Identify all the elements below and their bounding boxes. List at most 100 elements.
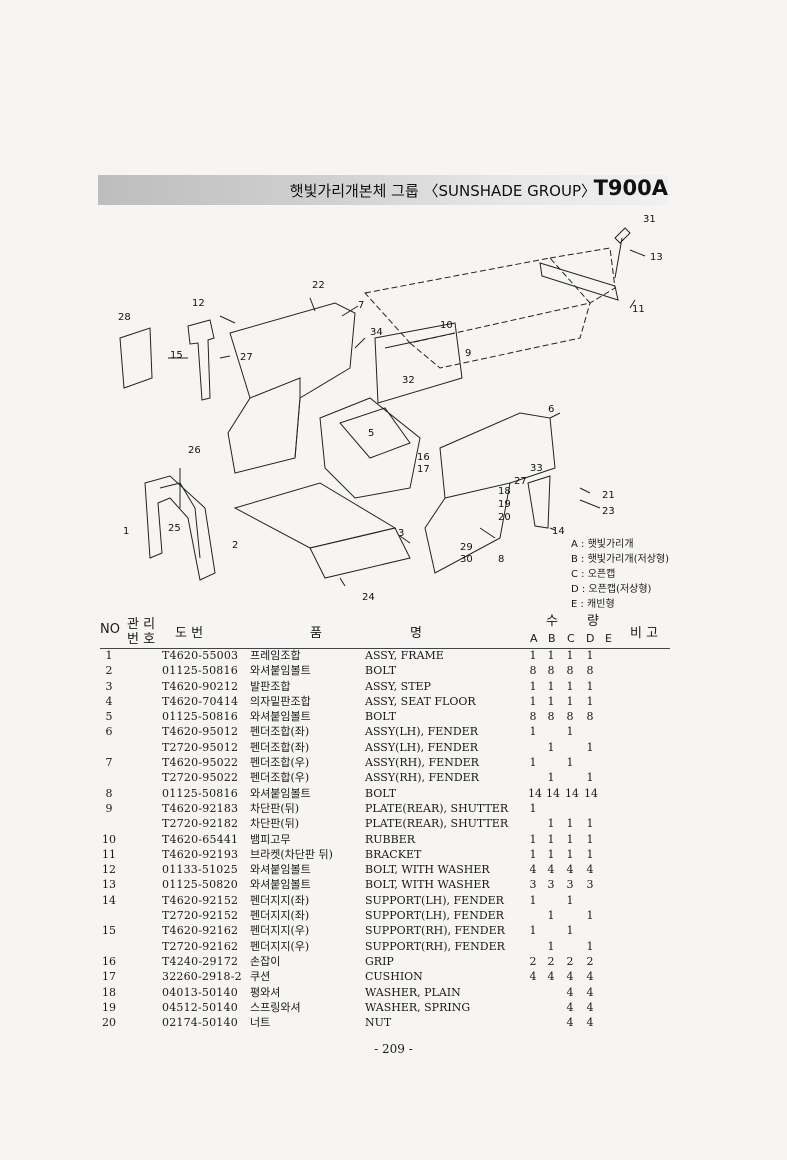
cell-a: 1 xyxy=(529,924,537,938)
model-legend: A : 햇빛가리개 B : 햇빛가리개(저상형) C : 오픈캡 D : 오픈캡… xyxy=(571,537,669,612)
cell-code: T4620-70414 xyxy=(162,694,239,708)
cell-a: 1 xyxy=(529,893,537,907)
cell-b: 1 xyxy=(547,939,555,953)
cell-a: 4 xyxy=(529,970,537,984)
cell-d: 4 xyxy=(586,1000,594,1014)
cell-code: 01133-51025 xyxy=(162,863,238,877)
svg-text:22: 22 xyxy=(312,280,325,291)
cell-d: 1 xyxy=(586,679,594,693)
col-qty-A: A xyxy=(530,632,538,645)
cell-d: 4 xyxy=(586,1016,594,1030)
cell-b: 1 xyxy=(547,649,555,662)
cell-b: 4 xyxy=(547,863,555,877)
cell-en: BOLT xyxy=(365,710,397,724)
cell-b: 8 xyxy=(547,664,555,678)
cell-kr: 펜더조합(좌) xyxy=(250,740,310,754)
cell-kr: 펜더지지(우) xyxy=(250,939,310,953)
svg-text:12: 12 xyxy=(192,298,205,309)
col-no: NO xyxy=(100,622,120,637)
svg-text:10: 10 xyxy=(440,320,453,331)
col-name-b: 명 xyxy=(410,626,422,641)
col-qty-a: 수 xyxy=(546,614,558,629)
cell-en: SUPPORT(LH), FENDER xyxy=(365,893,504,907)
cell-d: 14 xyxy=(584,786,598,800)
cell-b: 1 xyxy=(547,740,555,754)
cell-en: NUT xyxy=(365,1016,392,1030)
cell-kr: 펜더조합(좌) xyxy=(250,725,310,739)
svg-text:2: 2 xyxy=(232,540,238,551)
cell-a: 14 xyxy=(528,786,542,800)
cell-c: 8 xyxy=(566,664,574,678)
cell-c: 1 xyxy=(566,679,574,693)
cell-kr: 와셔붙임볼트 xyxy=(250,863,311,877)
cell-kr: 펜더조합(우) xyxy=(250,756,310,770)
cell-no: 7 xyxy=(105,756,113,770)
cell-code: T4620-92152 xyxy=(162,893,239,907)
cell-en: SUPPORT(RH), FENDER xyxy=(365,939,505,953)
cell-code: T2720-95012 xyxy=(162,740,239,754)
col-qty-B: B xyxy=(548,632,556,645)
cell-kr: 펜더지지(좌) xyxy=(250,909,310,923)
floor-plate xyxy=(233,482,397,549)
cell-a: 1 xyxy=(529,694,537,708)
cell-kr: 뱀피고무 xyxy=(250,832,291,846)
cell-d: 8 xyxy=(586,664,594,678)
cell-en: PLATE(REAR), SHUTTER xyxy=(365,817,509,831)
cell-c: 1 xyxy=(566,817,574,831)
cell-en: ASSY(RH), FENDER xyxy=(365,771,479,785)
cell-en: ASSY(RH), FENDER xyxy=(365,756,479,770)
cell-b: 4 xyxy=(547,970,555,984)
cell-no: 9 xyxy=(105,801,113,815)
cell-a: 1 xyxy=(529,756,537,770)
col-drawing: 도 번 xyxy=(175,626,204,641)
cell-en: ASSY(LH), FENDER xyxy=(365,740,478,754)
cell-kr: 너트 xyxy=(250,1016,271,1030)
svg-text:29: 29 xyxy=(460,542,473,553)
svg-text:7: 7 xyxy=(358,300,364,311)
cell-c: 4 xyxy=(566,863,574,877)
cell-a: 8 xyxy=(529,710,537,724)
side-panel xyxy=(119,327,153,389)
cell-d: 1 xyxy=(586,817,594,831)
cell-code: T2720-92152 xyxy=(162,909,239,923)
svg-text:27: 27 xyxy=(240,352,253,363)
cell-b: 1 xyxy=(547,771,555,785)
svg-text:28: 28 xyxy=(118,312,131,323)
cell-d: 1 xyxy=(586,771,594,785)
cell-c: 1 xyxy=(566,649,574,662)
cell-code: 04512-50140 xyxy=(162,1000,238,1014)
cell-c: 8 xyxy=(566,710,574,724)
cell-b: 1 xyxy=(547,909,555,923)
left-fender xyxy=(227,302,356,474)
cell-d: 4 xyxy=(586,863,594,877)
rear-bracket xyxy=(539,262,619,301)
svg-text:11: 11 xyxy=(632,304,645,315)
cell-b: 1 xyxy=(547,694,555,708)
cell-kr: 와셔붙임볼트 xyxy=(250,664,311,678)
cell-en: ASSY(LH), FENDER xyxy=(365,725,478,739)
cell-en: ASSY, STEP xyxy=(365,679,431,693)
col-qty-E: E xyxy=(605,632,612,645)
cell-code: T4620-95022 xyxy=(162,756,239,770)
svg-text:1: 1 xyxy=(123,526,129,537)
cell-kr: 발판조합 xyxy=(250,679,291,693)
cell-c: 4 xyxy=(566,1016,574,1030)
col-qty-b: 량 xyxy=(587,614,599,629)
cell-en: WASHER, SPRING xyxy=(365,1000,471,1014)
col-qty-C: C xyxy=(567,632,575,645)
col-mgmt-bottom: 번 호 xyxy=(127,632,156,647)
cell-code: T4620-92183 xyxy=(162,801,239,815)
